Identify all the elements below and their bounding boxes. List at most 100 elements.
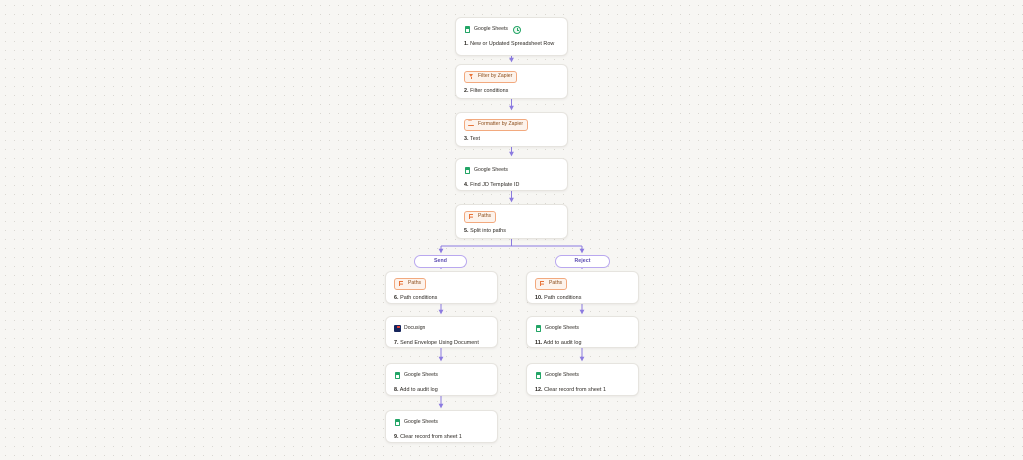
- workflow-node-step-12[interactable]: Google Sheets 12. Clear record from shee…: [526, 363, 639, 396]
- workflow-node-step-1[interactable]: Google Sheets 1. New or Updated Spreadsh…: [455, 17, 568, 56]
- app-chip: Paths: [464, 210, 497, 223]
- node-header: Paths: [535, 277, 630, 290]
- node-step-number: 3.: [464, 136, 469, 142]
- node-title: 6. Path conditions: [394, 294, 489, 302]
- node-step-number: 10.: [535, 295, 543, 301]
- node-header: Paths: [464, 210, 559, 223]
- workflow-node-step-10[interactable]: Paths 10. Path conditions: [526, 271, 639, 304]
- app-chip-label: Docusign: [404, 325, 426, 331]
- node-title-text: Split into paths: [470, 228, 506, 234]
- node-step-number: 9.: [394, 434, 399, 440]
- google-sheets-icon: [464, 26, 471, 33]
- branch-label-send[interactable]: Send: [414, 255, 467, 268]
- app-chip: Formatter by Zapier: [464, 118, 529, 131]
- app-chip: Docusign: [394, 323, 425, 334]
- node-header: Google Sheets: [464, 24, 559, 35]
- paths-branch-icon: [468, 213, 475, 220]
- node-title: 5. Split into paths: [464, 227, 559, 235]
- node-step-number: 4.: [464, 182, 469, 188]
- node-header: Google Sheets: [394, 417, 489, 428]
- node-title-text: Add to audit log: [399, 387, 438, 393]
- app-chip: Google Sheets: [464, 165, 508, 176]
- node-title-text: Filter conditions: [470, 88, 509, 94]
- node-step-number: 8.: [394, 387, 399, 393]
- filter-funnel-icon: [468, 73, 475, 80]
- node-header: Google Sheets: [535, 323, 630, 334]
- node-title-text: Clear record from sheet 1: [544, 387, 606, 393]
- google-sheets-icon: [394, 372, 401, 379]
- schedule-clock-icon: [512, 25, 521, 34]
- node-title-text: New or Updated Spreadsheet Row: [470, 41, 555, 47]
- workflow-node-step-8[interactable]: Google Sheets 8. Add to audit log: [385, 363, 498, 396]
- app-chip-label: Google Sheets: [404, 419, 438, 425]
- node-title: 7. Send Envelope Using Document: [394, 339, 489, 347]
- node-header: Google Sheets: [394, 370, 489, 381]
- app-chip-label: Paths: [408, 280, 422, 286]
- branch-label-text: Send: [433, 258, 447, 264]
- app-chip-label: Google Sheets: [404, 372, 438, 378]
- google-sheets-icon: [394, 419, 401, 426]
- node-title: 1. New or Updated Spreadsheet Row: [464, 40, 559, 48]
- branch-label-reject[interactable]: Reject: [555, 255, 610, 268]
- node-title-text: Path conditions: [544, 295, 582, 301]
- app-chip: Paths: [535, 277, 568, 290]
- node-title: 10. Path conditions: [535, 294, 630, 302]
- workflow-node-step-9[interactable]: Google Sheets 9. Clear record from sheet…: [385, 410, 498, 443]
- google-sheets-icon: [535, 325, 542, 332]
- node-title-text: Clear record from sheet 1: [400, 434, 462, 440]
- app-chip-label: Google Sheets: [474, 167, 508, 173]
- workflow-node-step-11[interactable]: Google Sheets 11. Add to audit log: [526, 316, 639, 348]
- branch-label-text: Reject: [574, 258, 591, 264]
- node-title: 12. Clear record from sheet 1: [535, 386, 630, 394]
- node-step-number: 6.: [394, 295, 399, 301]
- node-step-number: 11.: [535, 340, 543, 346]
- node-title: 3. Text: [464, 135, 559, 143]
- paths-branch-icon: [398, 280, 405, 287]
- node-title-text: Text: [470, 136, 481, 142]
- node-header: Paths: [394, 277, 489, 290]
- node-header: Formatter by Zapier: [464, 118, 559, 131]
- node-step-number: 5.: [464, 228, 469, 234]
- node-title: 9. Clear record from sheet 1: [394, 433, 489, 441]
- workflow-node-step-7[interactable]: Docusign 7. Send Envelope Using Document: [385, 316, 498, 348]
- node-title-text: Path conditions: [400, 295, 438, 301]
- app-chip: Google Sheets: [535, 323, 579, 334]
- app-chip: Google Sheets: [394, 370, 438, 381]
- app-chip-label: Google Sheets: [474, 26, 508, 32]
- app-chip-label: Filter by Zapier: [478, 73, 513, 79]
- workflow-node-step-3[interactable]: Formatter by Zapier 3. Text: [455, 112, 568, 147]
- node-title: 4. Find JD Template ID: [464, 181, 559, 189]
- formatter-squiggle-icon: [468, 118, 475, 128]
- node-title-text: Find JD Template ID: [470, 182, 520, 188]
- workflow-node-step-4[interactable]: Google Sheets 4. Find JD Template ID: [455, 158, 568, 191]
- node-step-number: 7.: [394, 340, 399, 346]
- app-chip: Google Sheets: [464, 24, 508, 35]
- node-title-text: Add to audit log: [543, 340, 582, 346]
- app-chip-label: Formatter by Zapier: [478, 121, 524, 127]
- node-header: Google Sheets: [464, 165, 559, 176]
- app-chip-label: Google Sheets: [545, 372, 579, 378]
- app-chip-label: Google Sheets: [545, 325, 579, 331]
- app-chip-label: Paths: [549, 280, 563, 286]
- node-title: 2. Filter conditions: [464, 87, 559, 95]
- node-step-number: 2.: [464, 88, 469, 94]
- docusign-icon: [394, 325, 401, 332]
- node-title-text: Send Envelope Using Document: [400, 340, 479, 346]
- workflow-node-step-6[interactable]: Paths 6. Path conditions: [385, 271, 498, 304]
- app-chip: Google Sheets: [535, 370, 579, 381]
- paths-branch-icon: [539, 280, 546, 287]
- app-chip-label: Paths: [478, 213, 492, 219]
- google-sheets-icon: [535, 372, 542, 379]
- node-step-number: 12.: [535, 387, 543, 393]
- node-header: Filter by Zapier: [464, 70, 559, 83]
- app-chip: Google Sheets: [394, 417, 438, 428]
- workflow-node-step-5[interactable]: Paths 5. Split into paths: [455, 204, 568, 239]
- node-step-number: 1.: [464, 41, 469, 47]
- workflow-node-step-2[interactable]: Filter by Zapier 2. Filter conditions: [455, 64, 568, 99]
- app-chip: Filter by Zapier: [464, 70, 518, 83]
- node-header: Docusign: [394, 323, 489, 334]
- node-title: 8. Add to audit log: [394, 386, 489, 394]
- node-header: Google Sheets: [535, 370, 630, 381]
- app-chip: Paths: [394, 277, 427, 290]
